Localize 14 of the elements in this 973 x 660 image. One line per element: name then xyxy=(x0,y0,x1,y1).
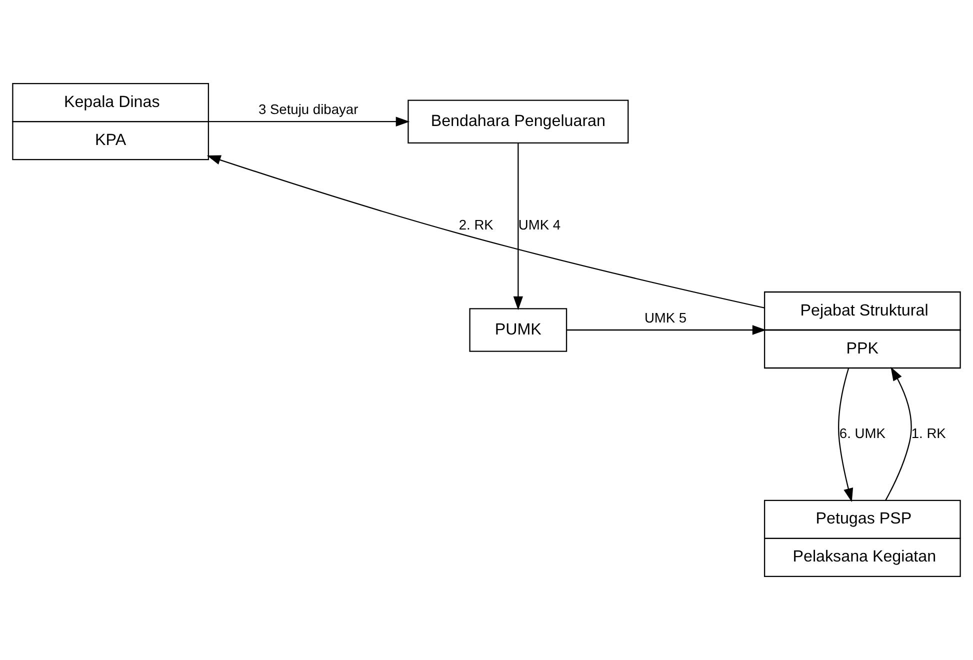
arrow xyxy=(206,155,764,308)
edge-label: 1. RK xyxy=(911,424,946,441)
arrow xyxy=(513,143,523,310)
edge-label: UMK 4 xyxy=(518,216,561,232)
arrow xyxy=(838,368,854,502)
node-box: Bendahara Pengeluaran xyxy=(408,100,629,144)
edge-label: 6. UMK xyxy=(839,424,886,441)
arrow xyxy=(885,366,912,500)
arrow xyxy=(566,325,766,335)
arrow xyxy=(208,116,410,126)
edge-label: 3 Setuju dibayar xyxy=(258,101,358,118)
edge-label: UMK 5 xyxy=(644,310,687,326)
edge-label: 2. RK xyxy=(458,216,494,232)
node-box: PUMK xyxy=(469,308,568,352)
